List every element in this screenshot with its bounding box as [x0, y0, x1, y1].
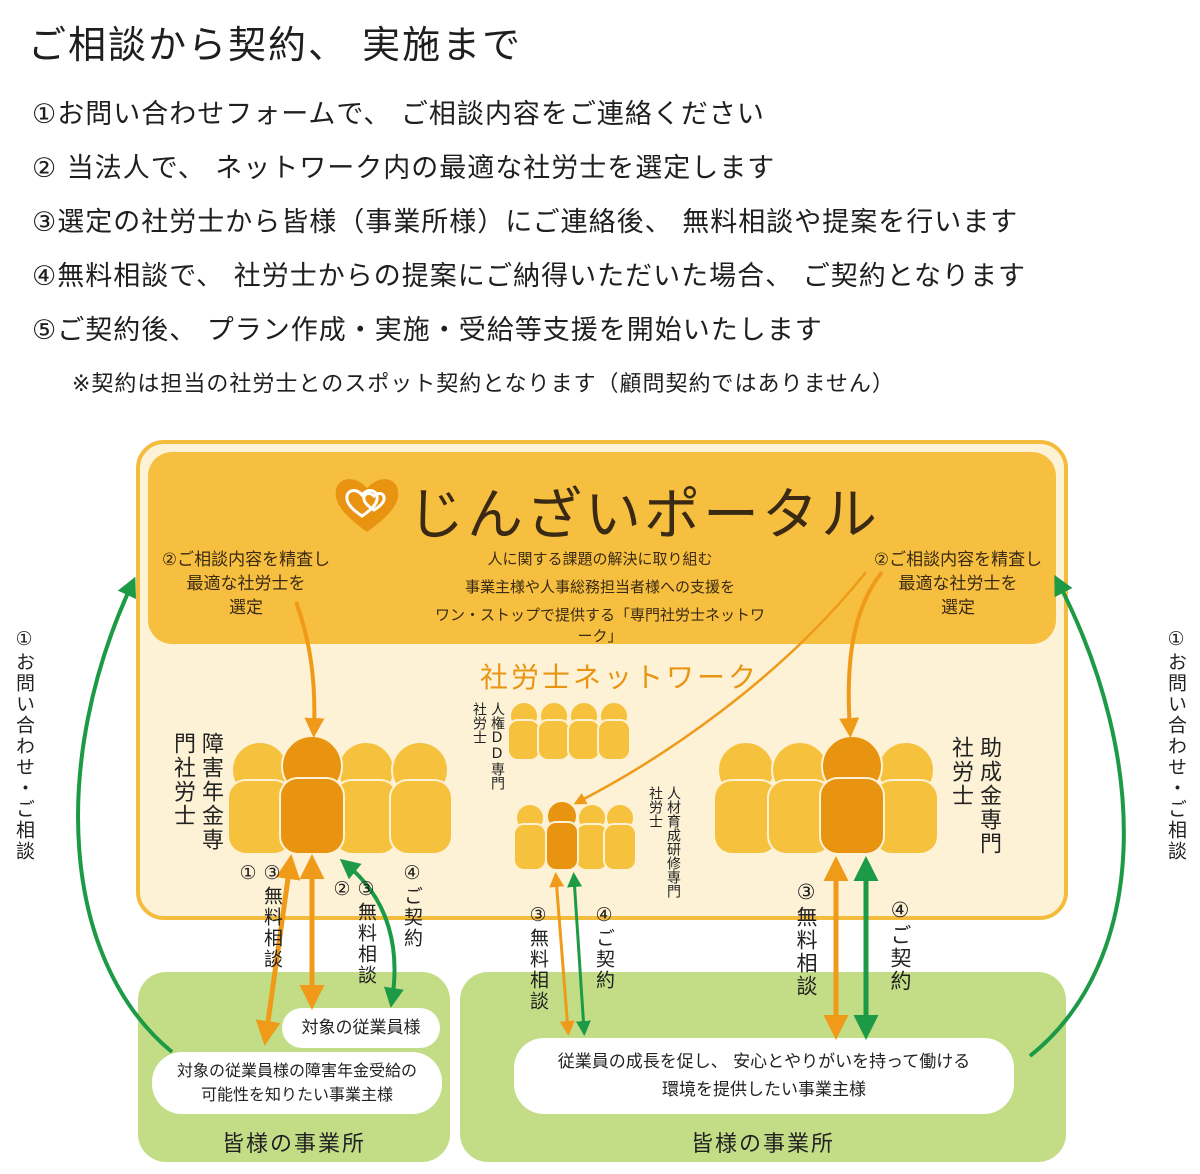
screening-note-right: ②ご相談内容を精査し 最適な社労士を 選定: [858, 548, 1058, 620]
person-icon-highlighted: [279, 735, 345, 855]
person-icon: [389, 741, 453, 855]
person-icon: [567, 701, 601, 761]
screening-note-right-line-3: 選定: [941, 598, 975, 618]
pension-client-line-2: 可能性を知りたい事業主様: [200, 1085, 393, 1104]
free-consult-1-label: ③無料相談①: [237, 862, 283, 970]
contract-arrow-left: [339, 858, 404, 1008]
hrdd-specialist-label: 人権DD専門社労士: [471, 702, 505, 790]
select-arrow-left: [294, 601, 325, 738]
step-4: ④無料相談で、 社労士からの提案にご納得いただいた場合、 ご契約となります: [32, 261, 1026, 292]
pension-client-bubble: 対象の従業員様の障害年金受給の 可能性を知りたい事業主様: [152, 1052, 442, 1114]
step-2: ② 当法人で、 ネットワーク内の最適な社労士を選定します: [32, 153, 776, 184]
screening-note-left-line-3: 選定: [229, 598, 263, 618]
target-employee-bubble: 対象の従業員様: [282, 1008, 440, 1048]
screening-note-left: ②ご相談内容を精査し 最適な社労士を 選定: [146, 548, 346, 620]
pension-client-line-1: 対象の従業員様の障害年金受給の: [176, 1061, 417, 1080]
portal-name: じんざいポータル: [408, 483, 880, 548]
screening-note-left-line-2: 最適な社労士を: [186, 574, 306, 594]
person-icon: [227, 741, 293, 855]
office-label-left: 皆様の事業所: [221, 1132, 366, 1157]
person-icon: [603, 803, 637, 871]
contract-label-left: ④ご契約: [401, 862, 423, 949]
free-consult-arrow-center: [549, 872, 575, 1036]
select-arrow-right-subsidy: [839, 570, 884, 738]
person-icon: [767, 741, 833, 855]
page-title: ご相談から契約、 実施まで: [28, 23, 523, 67]
training-specialist-group: [513, 800, 637, 871]
inquiry-arrow-right: [1028, 574, 1126, 1058]
step-5: ⑤ご契約後、 プラン作成・実施・受給等支援を開始いたします: [32, 315, 823, 346]
free-consult-2-label: ③無料相談②: [331, 878, 377, 986]
inquiry-label-right: ①お問い合わせ・ご相談: [1165, 628, 1187, 862]
heart-logo-icon: [335, 479, 399, 532]
inquiry-arrow-left: [76, 576, 174, 1054]
person-icon: [513, 803, 547, 871]
screening-note-right-line-2: 最適な社労士を: [898, 574, 1018, 594]
training-specialist-label: 人材育成研修専門社労士: [647, 786, 681, 898]
screening-note-right-line-1: ②ご相談内容を精査し: [873, 550, 1043, 570]
free-consult-label-right: ③無料相談: [794, 880, 818, 998]
person-icon: [597, 701, 631, 761]
target-employee-label: 対象の従業員様: [301, 1018, 421, 1038]
select-arrow-right-training: [573, 571, 867, 805]
contract-arrow-center: [567, 872, 591, 1036]
growth-client-line-2: 環境を提供したい事業主様: [662, 1080, 866, 1100]
free-consult-label-center: ③無料相談: [527, 904, 549, 1012]
network-label: 社労士ネットワーク: [480, 661, 760, 694]
step-3: ③選定の社労士から皆様（事業所様）にご連絡後、 無料相談や提案を行います: [32, 207, 1019, 238]
portal-description-line-2: 事業主様や人事総務担当者様への支援を: [464, 578, 735, 596]
contract-note: ※契約は担当の社労士とのスポット契約となります（顧問契約ではありません）: [72, 372, 895, 397]
free-consult-1-arrow: [255, 854, 301, 1046]
portal-description-line-1: 人に関する課題の解決に取り組む: [487, 550, 713, 568]
person-icon: [713, 741, 779, 855]
person-icon-highlighted: [819, 735, 885, 855]
subsidy-specialist-label: 助成金専門社労士: [948, 736, 1001, 856]
screening-note-left-line-1: ②ご相談内容を精査し: [161, 550, 331, 570]
hrdd-specialist-group: [507, 701, 631, 761]
growth-client-bubble: 従業員の成長を促し、 安心とやりがいを持って働ける 環境を提供したい事業主様: [514, 1038, 1014, 1114]
person-icon-highlighted: [545, 800, 579, 871]
portal-description-line-3: ワン・ストップで提供する「専門社労士ネットワーク」: [434, 606, 765, 645]
contract-label-right: ④ご契約: [888, 898, 912, 993]
person-icon: [507, 701, 541, 761]
step-1: ①お問い合わせフォームで、 ご相談内容をご連絡ください: [32, 99, 765, 130]
subsidy-specialist-group: [713, 735, 939, 855]
inquiry-label-left: ①お問い合わせ・ご相談: [13, 628, 35, 862]
pension-specialist-label: 障害年金専門社労士: [170, 732, 223, 852]
person-icon: [537, 701, 571, 761]
office-label-right: 皆様の事業所: [690, 1132, 835, 1157]
pension-specialist-group: [227, 735, 453, 855]
growth-client-line-1: 従業員の成長を促し、 安心とやりがいを持って働ける: [557, 1052, 971, 1072]
contract-label-center: ④ご契約: [593, 904, 615, 991]
person-icon: [873, 741, 939, 855]
